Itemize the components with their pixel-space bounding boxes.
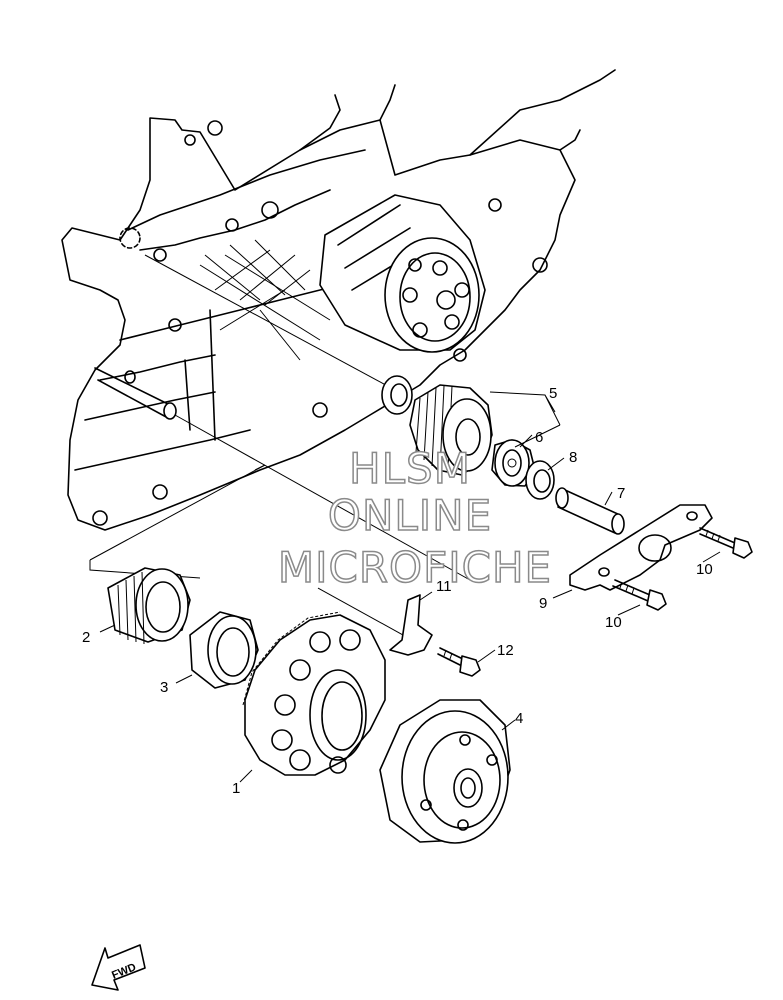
callout-10-upper: 10	[696, 561, 713, 578]
fwd-arrow-icon: FWD	[91, 944, 146, 991]
bracket	[569, 504, 713, 591]
callout-4: 4	[515, 710, 523, 727]
washer	[525, 460, 555, 500]
watermark-line-3: MICROFICHE	[278, 543, 552, 592]
bolt-12	[437, 647, 481, 677]
crank-shaft	[94, 367, 177, 420]
callout-7: 7	[617, 485, 625, 502]
callout-12: 12	[497, 642, 514, 659]
callout-3: 3	[160, 679, 168, 696]
callout-11: 11	[436, 578, 452, 595]
watermark-line-1: HLSM	[349, 444, 471, 493]
watermark: HLSM ONLINE MICROFICHE	[277, 443, 552, 593]
bolt-lower	[612, 579, 667, 611]
watermark-line-2: ONLINE	[328, 491, 492, 540]
idler-gear	[409, 384, 493, 476]
callout-6: 6	[535, 429, 543, 446]
collar	[189, 611, 259, 689]
idler-shaft	[555, 487, 625, 535]
callout-2: 2	[82, 629, 90, 646]
generator-rotor	[319, 194, 486, 353]
bolt-upper	[699, 527, 753, 559]
crankcase-outline	[61, 69, 616, 531]
leader-lines	[99, 391, 721, 783]
callout-5: 5	[549, 385, 557, 402]
callout-labels: 1 2 3 4 5 6 7 8 9 10 10 11 12	[82, 385, 713, 797]
oil-seal-upper	[381, 375, 413, 415]
needle-bearing	[107, 567, 191, 645]
callout-10-lower: 10	[605, 614, 622, 631]
callout-1: 1	[232, 780, 240, 797]
starter-wheel-gear	[242, 611, 386, 776]
callout-9: 9	[539, 595, 547, 612]
callout-8: 8	[569, 449, 577, 466]
stopper-plate	[389, 594, 433, 656]
starter-clutch	[379, 699, 511, 844]
